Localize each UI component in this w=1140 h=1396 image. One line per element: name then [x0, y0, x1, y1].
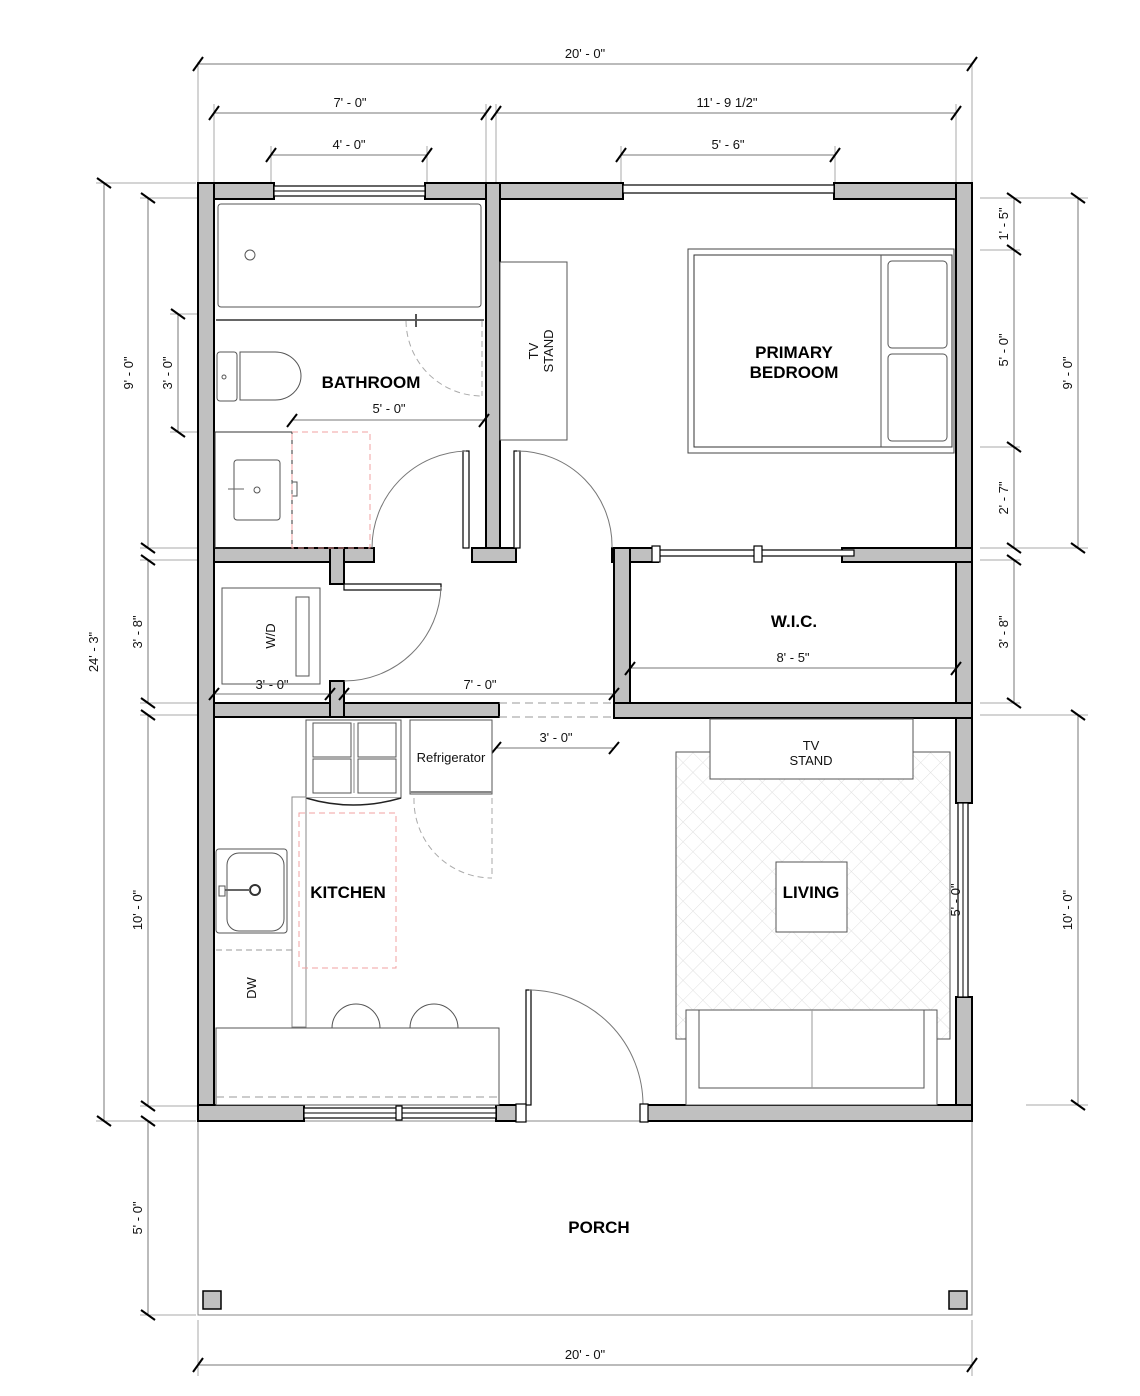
dim-bedroom-window: 5' - 6": [711, 137, 744, 152]
windows: [273, 184, 969, 1121]
left-dimensions: 24' - 3" 9' - 0" 3' - 0" 3' - 8" 10' - 0…: [86, 177, 210, 1321]
dim-right-wic: 3' - 8": [996, 615, 1011, 648]
dim-hall-width: 7' - 0": [463, 677, 496, 692]
room-label-porch: PORCH: [568, 1218, 629, 1237]
tub-drain-icon: [244, 249, 256, 261]
dim-right-upper: 9' - 0": [1060, 356, 1075, 389]
dim-left-upper: 9' - 0": [121, 356, 136, 389]
laundry: W/D 3' - 0" 7' - 0" 3' - 0": [208, 587, 620, 755]
bedroom-tv-stand: [499, 261, 568, 441]
kitchen-island: [215, 1027, 500, 1106]
porch-post-left: [202, 1290, 222, 1310]
bar-stool-icon: [409, 1003, 459, 1029]
dim-top-right: 11' - 9 1/2": [696, 95, 757, 110]
dim-left-lower: 10' - 0": [130, 889, 145, 930]
dim-right-2: 5' - 0": [996, 333, 1011, 366]
walls: [197, 182, 973, 1122]
bar-stool-icon: [331, 1003, 381, 1029]
room-label-bedroom-1: PRIMARY: [755, 343, 833, 362]
living-tv-stand: [709, 718, 914, 780]
porch: PORCH: [197, 1120, 973, 1316]
dim-right-3: 2' - 7": [996, 481, 1011, 514]
dim-right-1: 1' - 5": [996, 207, 1011, 240]
room-label-bathroom: BATHROOM: [322, 373, 421, 392]
top-dimensions: 20' - 0" 7' - 0" 11' - 9 1/2" 4' - 0" 5'…: [192, 46, 978, 182]
dim-bath-width: 5' - 0": [372, 401, 405, 416]
dishwasher-label: DW: [244, 976, 259, 998]
toilet-bowl: [239, 351, 302, 401]
doors: [343, 450, 649, 1123]
refrigerator-label: Refrigerator: [417, 750, 486, 765]
dim-left-porch: 5' - 0": [130, 1201, 145, 1234]
room-label-bedroom-2: BEDROOM: [750, 363, 839, 382]
dim-left-laundry: 3' - 8": [130, 615, 145, 648]
right-dimensions: 1' - 5" 5' - 0" 2' - 7" 9' - 0" 3' - 8" …: [980, 192, 1088, 1111]
pillow-icon: [887, 260, 948, 349]
coffee-table: [775, 861, 848, 933]
bottom-dimensions: 20' - 0": [192, 1320, 978, 1376]
dim-right-lower: 10' - 0": [1060, 889, 1075, 930]
living-room: TV STAND LIVING 5' - 0": [675, 718, 963, 1106]
primary-bedroom: TV STAND PRIMARY BEDROOM: [499, 248, 955, 454]
dim-laundry-width: 3' - 0": [255, 677, 288, 692]
bathroom: BATHROOM 5' - 0": [214, 203, 490, 549]
dim-hall-opening: 3' - 0": [539, 730, 572, 745]
porch-post-right: [948, 1290, 968, 1310]
bedroom-tv-stand-label-1: TV: [526, 342, 541, 359]
toilet-tank: [216, 351, 238, 402]
washer-dryer-label: W/D: [263, 623, 278, 648]
bedroom-tv-stand-label-2: STAND: [541, 329, 556, 372]
refrigerator: [409, 719, 493, 795]
pillow-icon: [887, 353, 948, 442]
dim-top-overall: 20' - 0": [565, 46, 606, 61]
walk-in-closet: W.I.C. 8' - 5": [624, 612, 962, 676]
living-tv-stand-label-2: STAND: [789, 753, 832, 768]
room-label-living: LIVING: [783, 883, 840, 902]
dim-top-left: 7' - 0": [333, 95, 366, 110]
room-label-wic: W.I.C.: [771, 612, 817, 631]
dim-left-bath-toilet: 3' - 0": [160, 356, 175, 389]
kitchen: Refrigerator DW KITCHEN: [215, 719, 500, 1106]
dim-wic-width: 8' - 5": [776, 650, 809, 665]
living-tv-stand-label-1: TV: [803, 738, 820, 753]
dim-living-window: 5' - 0": [948, 883, 963, 916]
dim-bottom-overall: 20' - 0": [565, 1347, 606, 1362]
dim-bath-window: 4' - 0": [332, 137, 365, 152]
dim-left-overall: 24' - 3": [86, 631, 101, 672]
bathtub: [217, 203, 482, 308]
room-label-kitchen: KITCHEN: [310, 883, 386, 902]
